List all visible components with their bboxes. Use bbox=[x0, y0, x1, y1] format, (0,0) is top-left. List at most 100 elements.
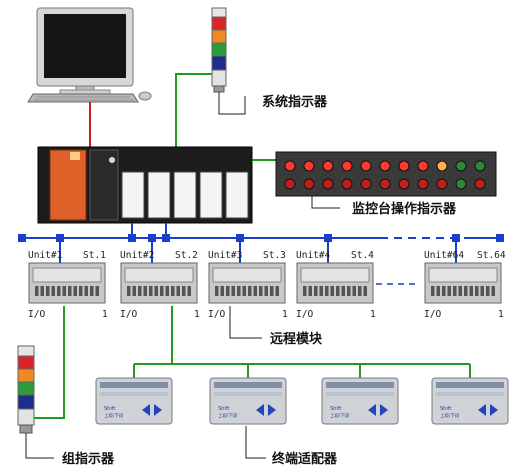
bus-node bbox=[56, 234, 64, 242]
system-indicator-label: 系统指示器 bbox=[262, 94, 328, 110]
console-lamp bbox=[322, 160, 334, 172]
station-label: St.4 bbox=[351, 250, 374, 261]
console-lamp bbox=[436, 178, 448, 190]
terminal-mode-text: 上段/下段 bbox=[440, 412, 460, 419]
unit-id-label: Unit#3 bbox=[208, 250, 242, 261]
io-number: 1 bbox=[102, 309, 108, 320]
bus-node-plc bbox=[128, 234, 136, 242]
terminal-adapter-label: 终端适配器 bbox=[272, 451, 338, 467]
console-lamp bbox=[474, 178, 486, 190]
right-arrow-icon bbox=[154, 404, 162, 416]
console-lamp bbox=[398, 178, 410, 190]
remote-units: Unit#1 St.1I/O 1 Unit#2 St.2I/O 1 Unit#3 St.3I/… bbox=[28, 234, 506, 320]
bus-terminator-right bbox=[496, 234, 504, 242]
terminal-body bbox=[431, 377, 509, 425]
station-label: St.2 bbox=[175, 250, 198, 261]
plc-rack bbox=[37, 146, 253, 224]
computer-icon bbox=[27, 7, 152, 103]
terminal-mode-text: 上段/下段 bbox=[218, 412, 238, 419]
terminal-body bbox=[95, 377, 173, 425]
bus-terminator-left bbox=[18, 234, 26, 242]
station-label: St.3 bbox=[263, 250, 286, 261]
console-lamp bbox=[474, 160, 486, 172]
terminal-mode-text: 上段/下段 bbox=[330, 412, 350, 419]
console-lamp bbox=[398, 160, 410, 172]
console-lamp bbox=[322, 178, 334, 190]
console-lamp bbox=[417, 178, 429, 190]
io-label: I/O bbox=[424, 309, 441, 320]
group-stack-light bbox=[17, 345, 35, 434]
console-lamp bbox=[341, 178, 353, 190]
right-arrow-icon bbox=[490, 404, 498, 416]
console-lamp bbox=[455, 160, 467, 172]
io-label: I/O bbox=[296, 309, 313, 320]
left-arrow-icon bbox=[256, 404, 264, 416]
unit-id-label: Unit#4 bbox=[296, 250, 331, 261]
group-light-link bbox=[34, 306, 65, 419]
console-lamp bbox=[341, 160, 353, 172]
console-lamp bbox=[303, 160, 315, 172]
group-indicator-label: 组指示器 bbox=[62, 451, 115, 467]
system-stack-light bbox=[211, 7, 227, 93]
console-lamp bbox=[455, 178, 467, 190]
console-lamp bbox=[379, 178, 391, 190]
right-arrow-icon bbox=[268, 404, 276, 416]
console-lamp bbox=[360, 160, 372, 172]
io-label: I/O bbox=[208, 309, 225, 320]
bus-node bbox=[324, 234, 332, 242]
console-lamp bbox=[303, 178, 315, 190]
system-indicator-leader bbox=[218, 92, 246, 115]
io-number: 1 bbox=[370, 309, 376, 320]
console-indicator-leader bbox=[311, 196, 340, 209]
left-arrow-icon bbox=[368, 404, 376, 416]
terminal-body bbox=[321, 377, 399, 425]
left-arrow-icon bbox=[142, 404, 150, 416]
stack-light-link bbox=[175, 73, 212, 147]
station-label: St.64 bbox=[477, 250, 506, 261]
terminal-body bbox=[209, 377, 287, 425]
terminal-shift-text: Shift bbox=[218, 406, 229, 412]
remote-unit: Unit#3 St.3I/O 1 bbox=[208, 234, 288, 320]
terminal-shift-text: Shift bbox=[330, 406, 341, 412]
station-label: St.1 bbox=[83, 250, 106, 261]
bus-node bbox=[148, 234, 156, 242]
group-indicator-leader bbox=[25, 433, 54, 459]
console-indicator-label: 监控台操作指示器 bbox=[352, 201, 457, 217]
io-number: 1 bbox=[282, 309, 288, 320]
console-indicator-panel bbox=[275, 151, 497, 197]
bus-node bbox=[452, 234, 460, 242]
io-number: 1 bbox=[498, 309, 504, 320]
console-lamp bbox=[360, 178, 372, 190]
terminal-shift-text: Shift bbox=[104, 406, 115, 412]
bus-node bbox=[236, 234, 244, 242]
remote-module-leader bbox=[229, 306, 262, 339]
remote-module-label: 远程模块 bbox=[270, 331, 323, 347]
terminal-mode-text: 上段/下段 bbox=[104, 412, 124, 419]
right-arrow-icon bbox=[380, 404, 388, 416]
remote-unit: Unit#2 St.2I/O 1 bbox=[120, 234, 200, 320]
console-lamp bbox=[417, 160, 429, 172]
terminal-adapter-leader bbox=[245, 426, 266, 459]
left-arrow-icon bbox=[478, 404, 486, 416]
io-label: I/O bbox=[28, 309, 45, 320]
remote-unit: Unit#1 St.1I/O 1 bbox=[28, 234, 108, 320]
console-lamp bbox=[284, 160, 296, 172]
io-label: I/O bbox=[120, 309, 137, 320]
remote-unit: Unit#64 St.64I/O 1 bbox=[424, 234, 506, 320]
console-lamp bbox=[436, 160, 448, 172]
terminal-shift-text: Shift bbox=[440, 406, 451, 412]
remote-unit: Unit#4 St.4I/O 1 bbox=[296, 234, 376, 320]
bus-node-plc2 bbox=[162, 234, 170, 242]
console-lamp bbox=[284, 178, 296, 190]
io-number: 1 bbox=[194, 309, 200, 320]
unit-id-label: Unit#2 bbox=[120, 250, 154, 261]
console-lamp bbox=[379, 160, 391, 172]
unit-id-label: Unit#1 bbox=[28, 250, 63, 261]
unit-id-label: Unit#64 bbox=[424, 250, 464, 261]
